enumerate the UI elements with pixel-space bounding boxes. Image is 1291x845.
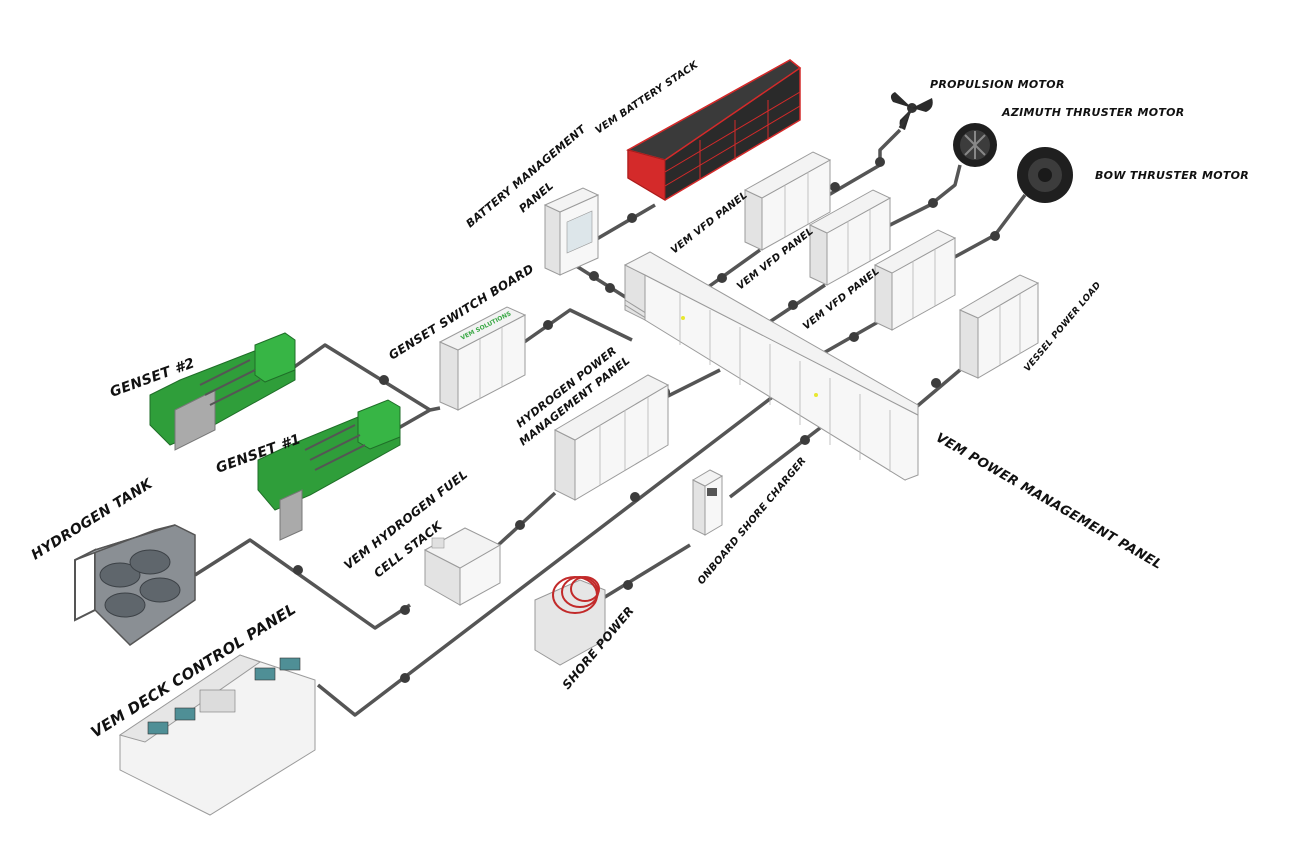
cable-node [931,378,941,388]
fan-motor-icon [953,123,997,167]
label-azimuth-thruster-motor: AZIMUTH THRUSTER MOTOR [1001,106,1185,119]
cable-node [400,673,410,683]
genset-switch-board: VEM SOLUTIONS [438,306,527,411]
cable-bms-pmp [569,260,631,302]
cable-genset2 [288,343,431,412]
cable-node [800,435,810,445]
cable-node [627,213,637,223]
power-management-panel [623,251,919,481]
cable-node [788,300,798,310]
vfd-panel-1 [743,151,832,251]
cable-node [515,520,525,530]
thruster-icon [1017,147,1073,203]
battery-management-panel [543,187,600,276]
deck-control-panel [118,654,316,816]
hydrogen-power-management-panel [553,374,670,501]
cable-node [623,580,633,590]
cable-node [630,492,640,502]
cable-node [400,605,410,615]
cable-node [990,231,1000,241]
shore-power-reel [534,576,606,666]
cable-node [717,273,727,283]
label-propulsion-motor: PROPULSION MOTOR [930,78,1065,91]
cable-vessel-load [913,368,962,410]
cable-node [605,283,615,293]
cable-node [543,320,553,330]
genset-2-engine [149,332,296,451]
cable-node [293,565,303,575]
cable-node [928,198,938,208]
cable-genset1 [394,406,441,432]
cable-node [830,182,840,192]
battery-stack [626,59,802,201]
label-power-management-panel: VEM POWER MANAGEMENT PANEL [933,430,1164,572]
vfd-panel-3 [873,229,957,331]
cable-shore-charger [599,543,691,602]
cable-tank-fuelcell [194,538,411,630]
cable-node [875,157,885,167]
onboard-shore-charger [691,469,724,536]
hydrogen-tank [74,524,196,646]
vfd-panel-2 [808,189,892,286]
hydrogen-fuel-cell-stack [423,527,502,606]
genset-1-engine [257,399,401,541]
cable-fuelcell-hpmp [493,491,557,550]
cable-battery-bms [594,203,656,242]
cable-node [589,271,599,281]
cable-nodes [293,157,1000,683]
label-bow-thruster-motor: BOW THRUSTER MOTOR [1095,169,1249,182]
cable-node [379,375,389,385]
cable-azimuth [879,164,962,232]
propeller-icon [890,92,933,130]
label-vfd-panel-1: VEM VFD PANEL [669,190,750,257]
vessel-power-load-panel [958,274,1040,379]
cable-node [849,332,859,342]
cable-switchboard-pmp [518,308,633,347]
